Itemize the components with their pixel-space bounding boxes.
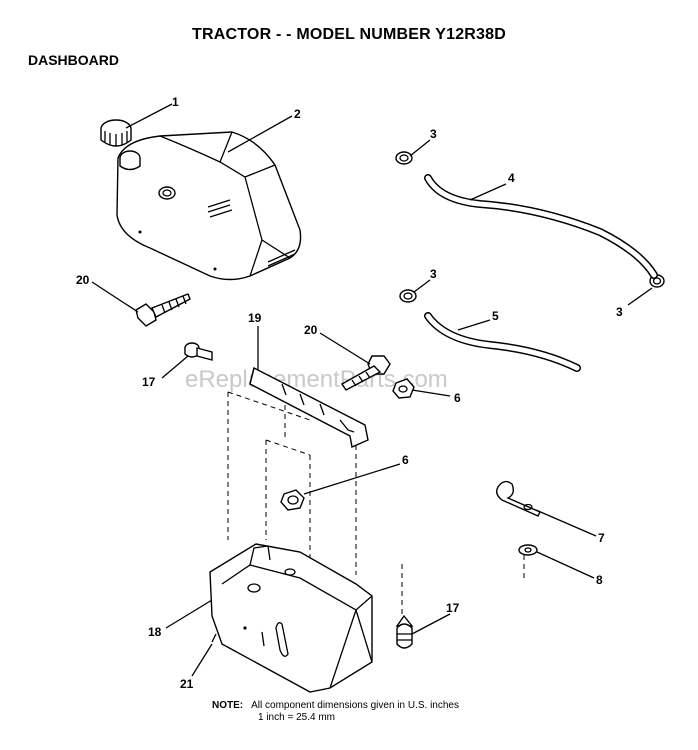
part-1-fuel-cap xyxy=(100,119,132,147)
part-3-hose-clamp xyxy=(395,151,413,165)
diagram-title: TRACTOR - - MODEL NUMBER Y12R38D xyxy=(192,26,506,43)
callout-19: 19 xyxy=(248,311,262,325)
note-label: NOTE: xyxy=(212,700,244,711)
part-2-fuel-tank xyxy=(116,131,302,281)
callout-2: 2 xyxy=(294,107,301,121)
callout-17: 17 xyxy=(142,375,156,389)
note-line-1: All component dimensions given in U.S. i… xyxy=(251,700,459,711)
callout-17: 17 xyxy=(446,601,460,615)
part-4-fuel-line xyxy=(424,174,658,279)
part-3-hose-clamp xyxy=(399,289,417,303)
callout-21: 21 xyxy=(180,677,194,691)
callout-labels: 1 2 3 4 3 3 5 20 19 20 17 6 6 7 8 18 17 … xyxy=(76,95,623,691)
part-7-strap-clamp xyxy=(495,480,541,517)
dimension-note: NOTE: All component dimensions given in U… xyxy=(212,700,459,724)
callout-7: 7 xyxy=(598,531,605,545)
part-6-nut xyxy=(280,489,305,511)
part-6-nut xyxy=(392,378,415,399)
callout-3: 3 xyxy=(430,267,437,281)
note-line-2: 1 inch = 25.4 mm xyxy=(258,712,335,723)
callout-20: 20 xyxy=(76,273,90,287)
callout-6: 6 xyxy=(402,453,409,467)
callout-3: 3 xyxy=(430,127,437,141)
callout-3: 3 xyxy=(616,305,623,319)
callout-20: 20 xyxy=(304,323,318,337)
part-18-dash-panel xyxy=(209,543,373,693)
part-17-bolt xyxy=(184,342,213,361)
part-21-pin xyxy=(211,633,217,643)
part-8-washer xyxy=(518,544,538,556)
part-19-dash-bracket xyxy=(249,366,369,448)
callout-1: 1 xyxy=(172,95,179,109)
callout-5: 5 xyxy=(492,309,499,323)
callout-4: 4 xyxy=(508,171,515,185)
part-5-fuel-line xyxy=(424,312,581,372)
part-20-screw xyxy=(340,355,391,391)
leader-lines xyxy=(91,103,653,677)
callout-18: 18 xyxy=(148,625,162,639)
callout-8: 8 xyxy=(596,573,603,587)
callout-6: 6 xyxy=(454,391,461,405)
part-20-screw xyxy=(135,293,191,327)
section-heading: DASHBOARD xyxy=(28,52,119,68)
part-17-bolt xyxy=(395,614,414,649)
